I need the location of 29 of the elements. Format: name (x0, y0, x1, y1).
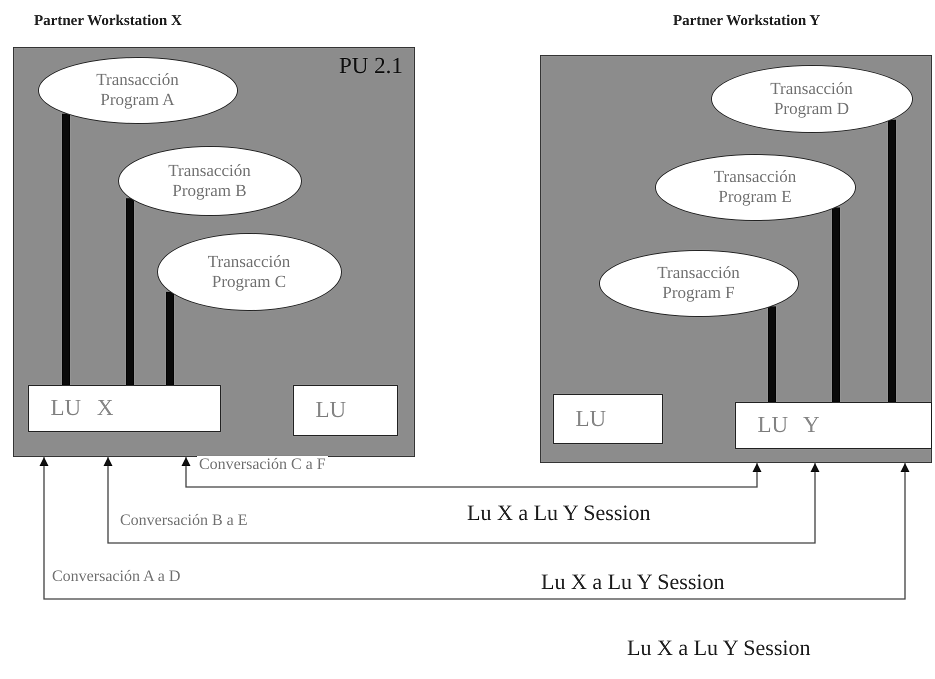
unit-label: PU 2.1 (339, 53, 403, 79)
lu-label: LU Y (756, 412, 820, 438)
session-link (166, 292, 174, 385)
conversation-arrow (40, 457, 910, 600)
program-label: Transacción Program D (769, 78, 854, 118)
lu-label: LU (574, 406, 606, 432)
program-label: Transacción Program E (712, 167, 798, 207)
session-link (62, 114, 70, 385)
session-link (768, 306, 776, 402)
panel-heading: Partner Workstation X (34, 13, 182, 30)
lu-box (28, 384, 220, 432)
lu-box (292, 384, 398, 436)
conversation-arrow (182, 457, 762, 488)
lu-label: LU X (50, 395, 114, 421)
lu-label: LU (314, 397, 346, 423)
session-label: Lu X a Lu Y Session (467, 500, 651, 526)
session-link (832, 208, 840, 402)
conversation-arrow (104, 457, 820, 544)
program-label: Transacción Program F (656, 263, 741, 303)
program-label: Transacción Program C (206, 252, 292, 292)
session-label: Lu X a Lu Y Session (541, 569, 725, 595)
program-label: Transacción Program A (95, 70, 180, 110)
session-link (888, 120, 896, 402)
lu-box (734, 402, 932, 448)
program-label: Transacción Program B (167, 160, 252, 200)
session-label: Lu X a Lu Y Session (627, 635, 811, 661)
session-link (126, 198, 134, 385)
panel-heading: Partner Workstation Y (673, 13, 820, 30)
lu-box (552, 394, 662, 444)
